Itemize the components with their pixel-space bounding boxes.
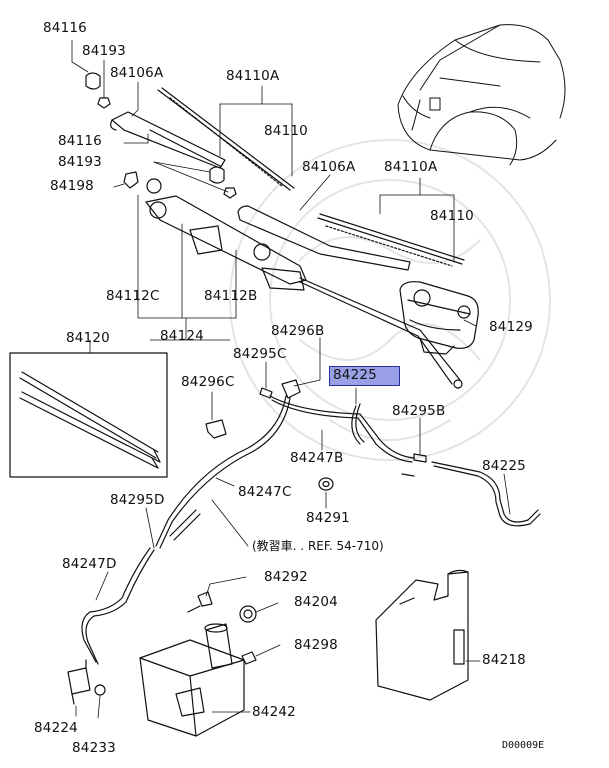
label-84298[interactable]: 84298	[294, 637, 338, 653]
wiper-arm-right-84106A	[238, 206, 410, 270]
clip-84296b	[282, 380, 300, 398]
label-84110-left[interactable]: 84110	[264, 123, 308, 139]
label-84242[interactable]: 84242	[252, 704, 296, 720]
label-84106a-mid[interactable]: 84106A	[302, 159, 356, 175]
label-84110-right[interactable]: 84110	[430, 208, 474, 224]
label-84247c[interactable]: 84247C	[238, 484, 292, 500]
washer-pump-84224	[68, 660, 90, 704]
label-84116-top[interactable]: 84116	[43, 20, 87, 36]
washer-tank-84242	[140, 606, 244, 736]
label-84295c[interactable]: 84295C	[233, 346, 287, 362]
label-84292[interactable]: 84292	[264, 569, 308, 585]
label-84106a-left[interactable]: 84106A	[110, 65, 164, 81]
wiper-cap-84116-top	[86, 73, 100, 89]
washer-hose-84247b	[270, 396, 414, 462]
clip-84292	[198, 592, 212, 606]
label-84225-right[interactable]: 84225	[482, 458, 526, 474]
wiper-blade-right-84110	[318, 214, 464, 266]
diagram-code: D00009E	[502, 740, 545, 751]
leader-lines	[72, 40, 510, 718]
label-84296b[interactable]: 84296B	[271, 323, 325, 339]
filler-cap-84204	[240, 606, 256, 622]
wiper-motor-84129	[400, 282, 478, 354]
label-84224[interactable]: 84224	[34, 720, 78, 736]
label-84225-highlighted[interactable]: 84225	[329, 366, 400, 386]
label-84110a-left[interactable]: 84110A	[226, 68, 280, 84]
tank-bolt-84298	[242, 652, 256, 664]
label-84112c[interactable]: 84112C	[106, 288, 160, 304]
blade-refill-box-84120	[10, 353, 167, 477]
label-84291[interactable]: 84291	[306, 510, 350, 526]
wiper-linkage-84124	[146, 179, 462, 388]
wiper-blade-left-84110	[158, 88, 294, 190]
washer-hose-84247c	[156, 396, 290, 548]
label-84247b[interactable]: 84247B	[290, 450, 344, 466]
label-84296c[interactable]: 84296C	[181, 374, 235, 390]
watermark-emblem	[230, 140, 550, 460]
washer-hose-84247d	[82, 548, 154, 664]
label-84295b[interactable]: 84295B	[392, 403, 446, 419]
label-84129[interactable]: 84129	[489, 319, 533, 335]
label-84124[interactable]: 84124	[160, 328, 204, 344]
washer-tank-84218	[376, 570, 468, 700]
reference-note: (教習車. . REF. 54-710)	[252, 539, 384, 553]
label-84295d[interactable]: 84295D	[110, 492, 165, 508]
nut-84193-top	[98, 98, 110, 108]
grommet-84291	[319, 478, 333, 490]
label-84120[interactable]: 84120	[66, 330, 110, 346]
wiper-arm-left-84106A	[111, 112, 225, 168]
wiper-cap-84116-mid	[210, 167, 224, 183]
label-84204[interactable]: 84204	[294, 594, 338, 610]
label-84218[interactable]: 84218	[482, 652, 526, 668]
nut-84193-mid	[224, 188, 236, 198]
vehicle-outline-illustration	[398, 25, 565, 165]
label-84198[interactable]: 84198	[50, 178, 94, 194]
label-84110a-right[interactable]: 84110A	[384, 159, 438, 175]
label-84116-mid[interactable]: 84116	[58, 133, 102, 149]
label-84193-mid[interactable]: 84193	[58, 154, 102, 170]
nut-84198	[124, 172, 138, 188]
joint-84295c	[260, 388, 272, 398]
washer-hose-84225-right	[432, 462, 540, 526]
label-84233[interactable]: 84233	[72, 740, 116, 756]
label-84112b[interactable]: 84112B	[204, 288, 258, 304]
label-84247d[interactable]: 84247D	[62, 556, 117, 572]
clip-84296c	[206, 420, 226, 438]
label-84193-top[interactable]: 84193	[82, 43, 126, 59]
grommet-84233	[95, 685, 105, 695]
